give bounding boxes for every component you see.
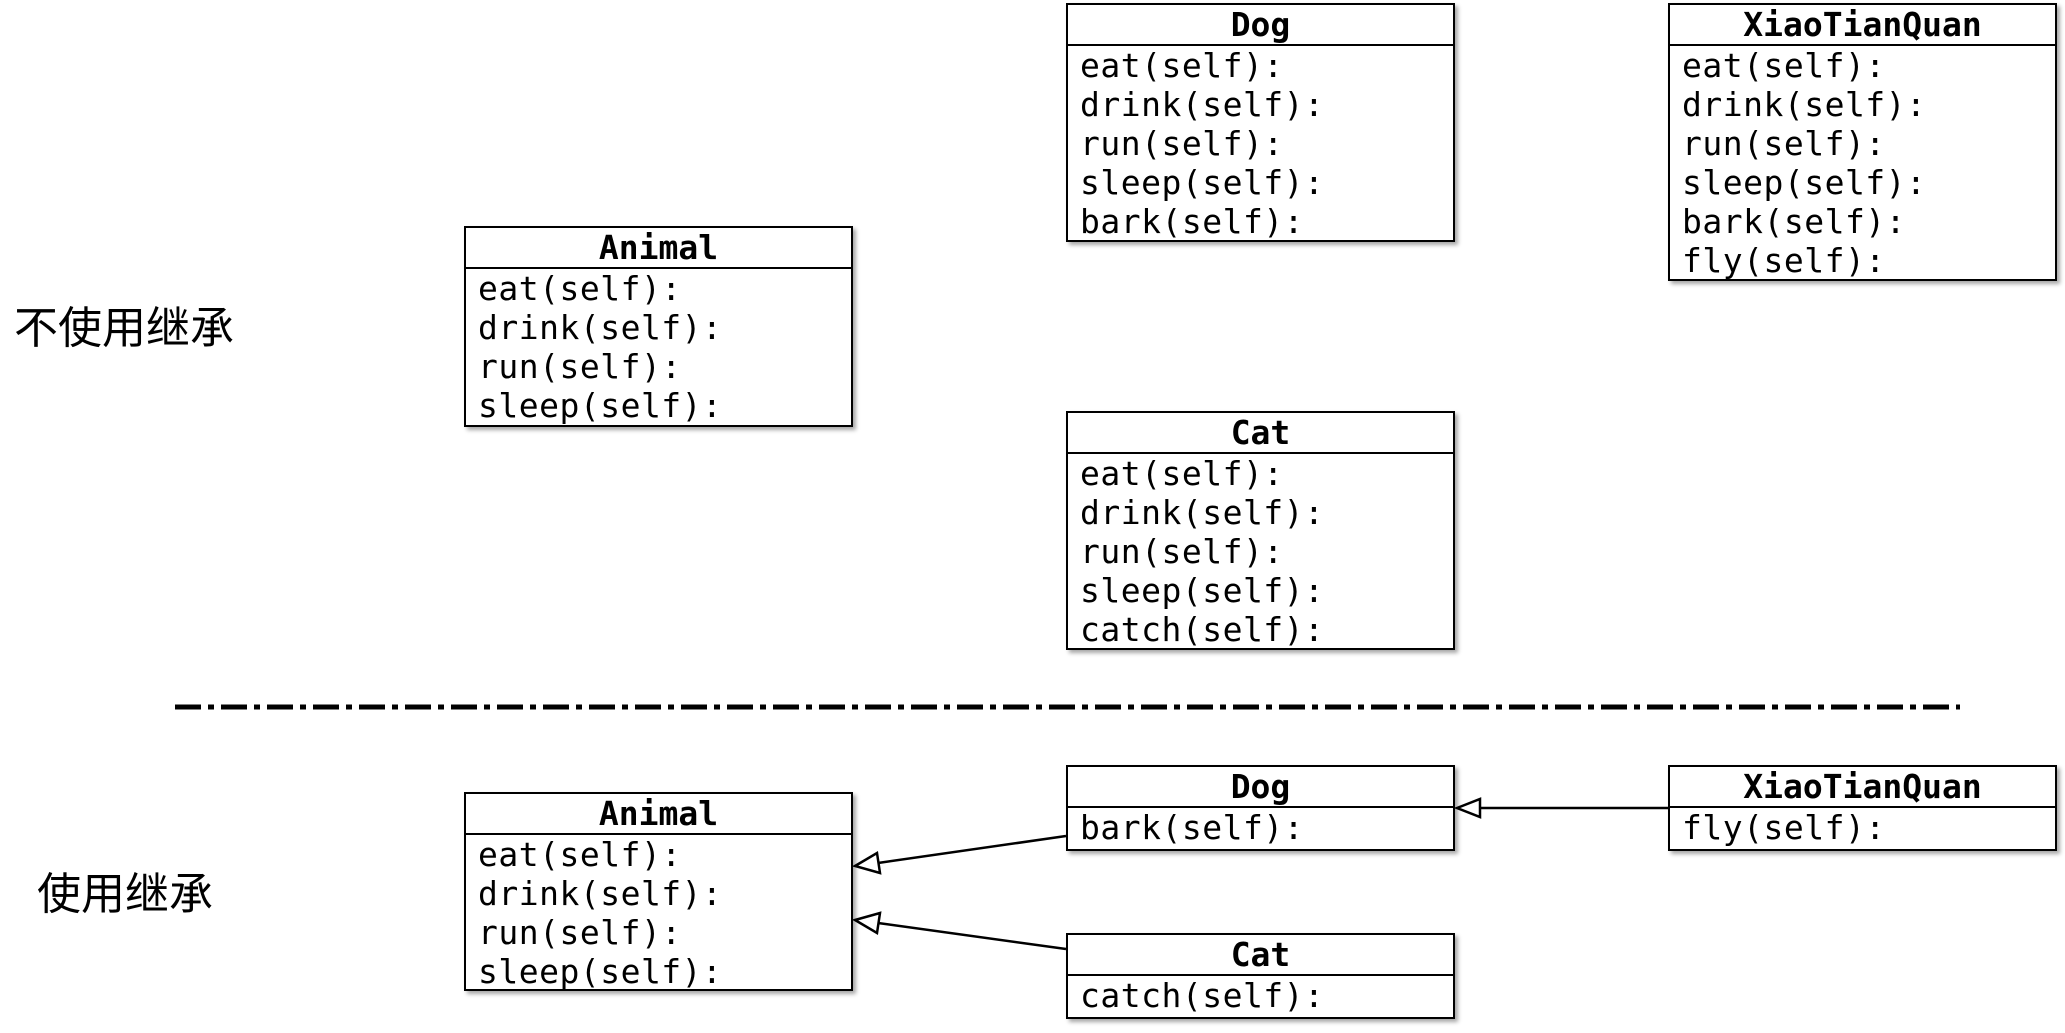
class-box-cat-inheritance: Cat catch(self): (1066, 933, 1455, 1019)
method: fly(self): (1682, 241, 1886, 280)
method: catch(self): (1080, 976, 1325, 1015)
class-name: Animal (466, 228, 851, 269)
method-list: fly(self): (1670, 808, 2055, 847)
method: sleep(self): (478, 952, 723, 991)
class-name: Cat (1068, 935, 1453, 976)
method: drink(self): (1682, 85, 1927, 124)
inheritance-arrowhead-cat-animal (851, 911, 882, 936)
method-list: catch(self): (1068, 976, 1453, 1015)
class-box-cat-no-inheritance: Cat eat(self): drink(self): run(self): s… (1066, 411, 1455, 650)
method: run(self): (478, 347, 682, 386)
method: drink(self): (478, 874, 723, 913)
method: fly(self): (1682, 808, 1886, 847)
method-list: eat(self): drink(self): run(self): sleep… (1068, 454, 1453, 649)
method-list: bark(self): (1068, 808, 1453, 847)
method: sleep(self): (1080, 571, 1325, 610)
method: eat(self): (1682, 46, 1886, 85)
method: eat(self): (1080, 454, 1284, 493)
method: run(self): (478, 913, 682, 952)
class-name: Animal (466, 794, 851, 835)
class-name: Dog (1068, 767, 1453, 808)
method: eat(self): (478, 835, 682, 874)
class-box-dog-no-inheritance: Dog eat(self): drink(self): run(self): s… (1066, 3, 1455, 242)
class-name: XiaoTianQuan (1670, 5, 2055, 46)
inheritance-line-dog-animal (877, 834, 1067, 865)
method-list: eat(self): drink(self): run(self): sleep… (1670, 46, 2055, 280)
class-box-animal-inheritance: Animal eat(self): drink(self): run(self)… (464, 792, 853, 991)
class-box-xiaotianquan-inheritance: XiaoTianQuan fly(self): (1668, 765, 2057, 851)
class-name: Dog (1068, 5, 1453, 46)
inheritance-arrowhead-xiaotianquan-dog (1453, 797, 1482, 819)
class-name: Cat (1068, 413, 1453, 454)
method: eat(self): (1080, 46, 1284, 85)
method: sleep(self): (1682, 163, 1927, 202)
method: catch(self): (1080, 610, 1325, 649)
class-box-dog-inheritance: Dog bark(self): (1066, 765, 1455, 851)
method: run(self): (1080, 124, 1284, 163)
method: sleep(self): (1080, 163, 1325, 202)
method: drink(self): (1080, 493, 1325, 532)
method: drink(self): (1080, 85, 1325, 124)
method: sleep(self): (478, 386, 723, 425)
method: drink(self): (478, 308, 723, 347)
class-name: XiaoTianQuan (1670, 767, 2055, 808)
method: eat(self): (478, 269, 682, 308)
section-label-without-inheritance: 不使用继承 (14, 303, 234, 354)
method-list: eat(self): drink(self): run(self): sleep… (1068, 46, 1453, 241)
section-label-with-inheritance: 使用继承 (37, 869, 213, 920)
inheritance-line-cat-animal (877, 921, 1067, 951)
class-box-xiaotianquan-no-inheritance: XiaoTianQuan eat(self): drink(self): run… (1668, 3, 2057, 281)
inheritance-arrowhead-dog-animal (851, 850, 882, 875)
method: bark(self): (1080, 202, 1305, 241)
class-box-animal-no-inheritance: Animal eat(self): drink(self): run(self)… (464, 226, 853, 427)
method-list: eat(self): drink(self): run(self): sleep… (466, 269, 851, 425)
method-list: eat(self): drink(self): run(self): sleep… (466, 835, 851, 991)
method: run(self): (1682, 124, 1886, 163)
method: bark(self): (1080, 808, 1305, 847)
method: run(self): (1080, 532, 1284, 571)
method: bark(self): (1682, 202, 1907, 241)
